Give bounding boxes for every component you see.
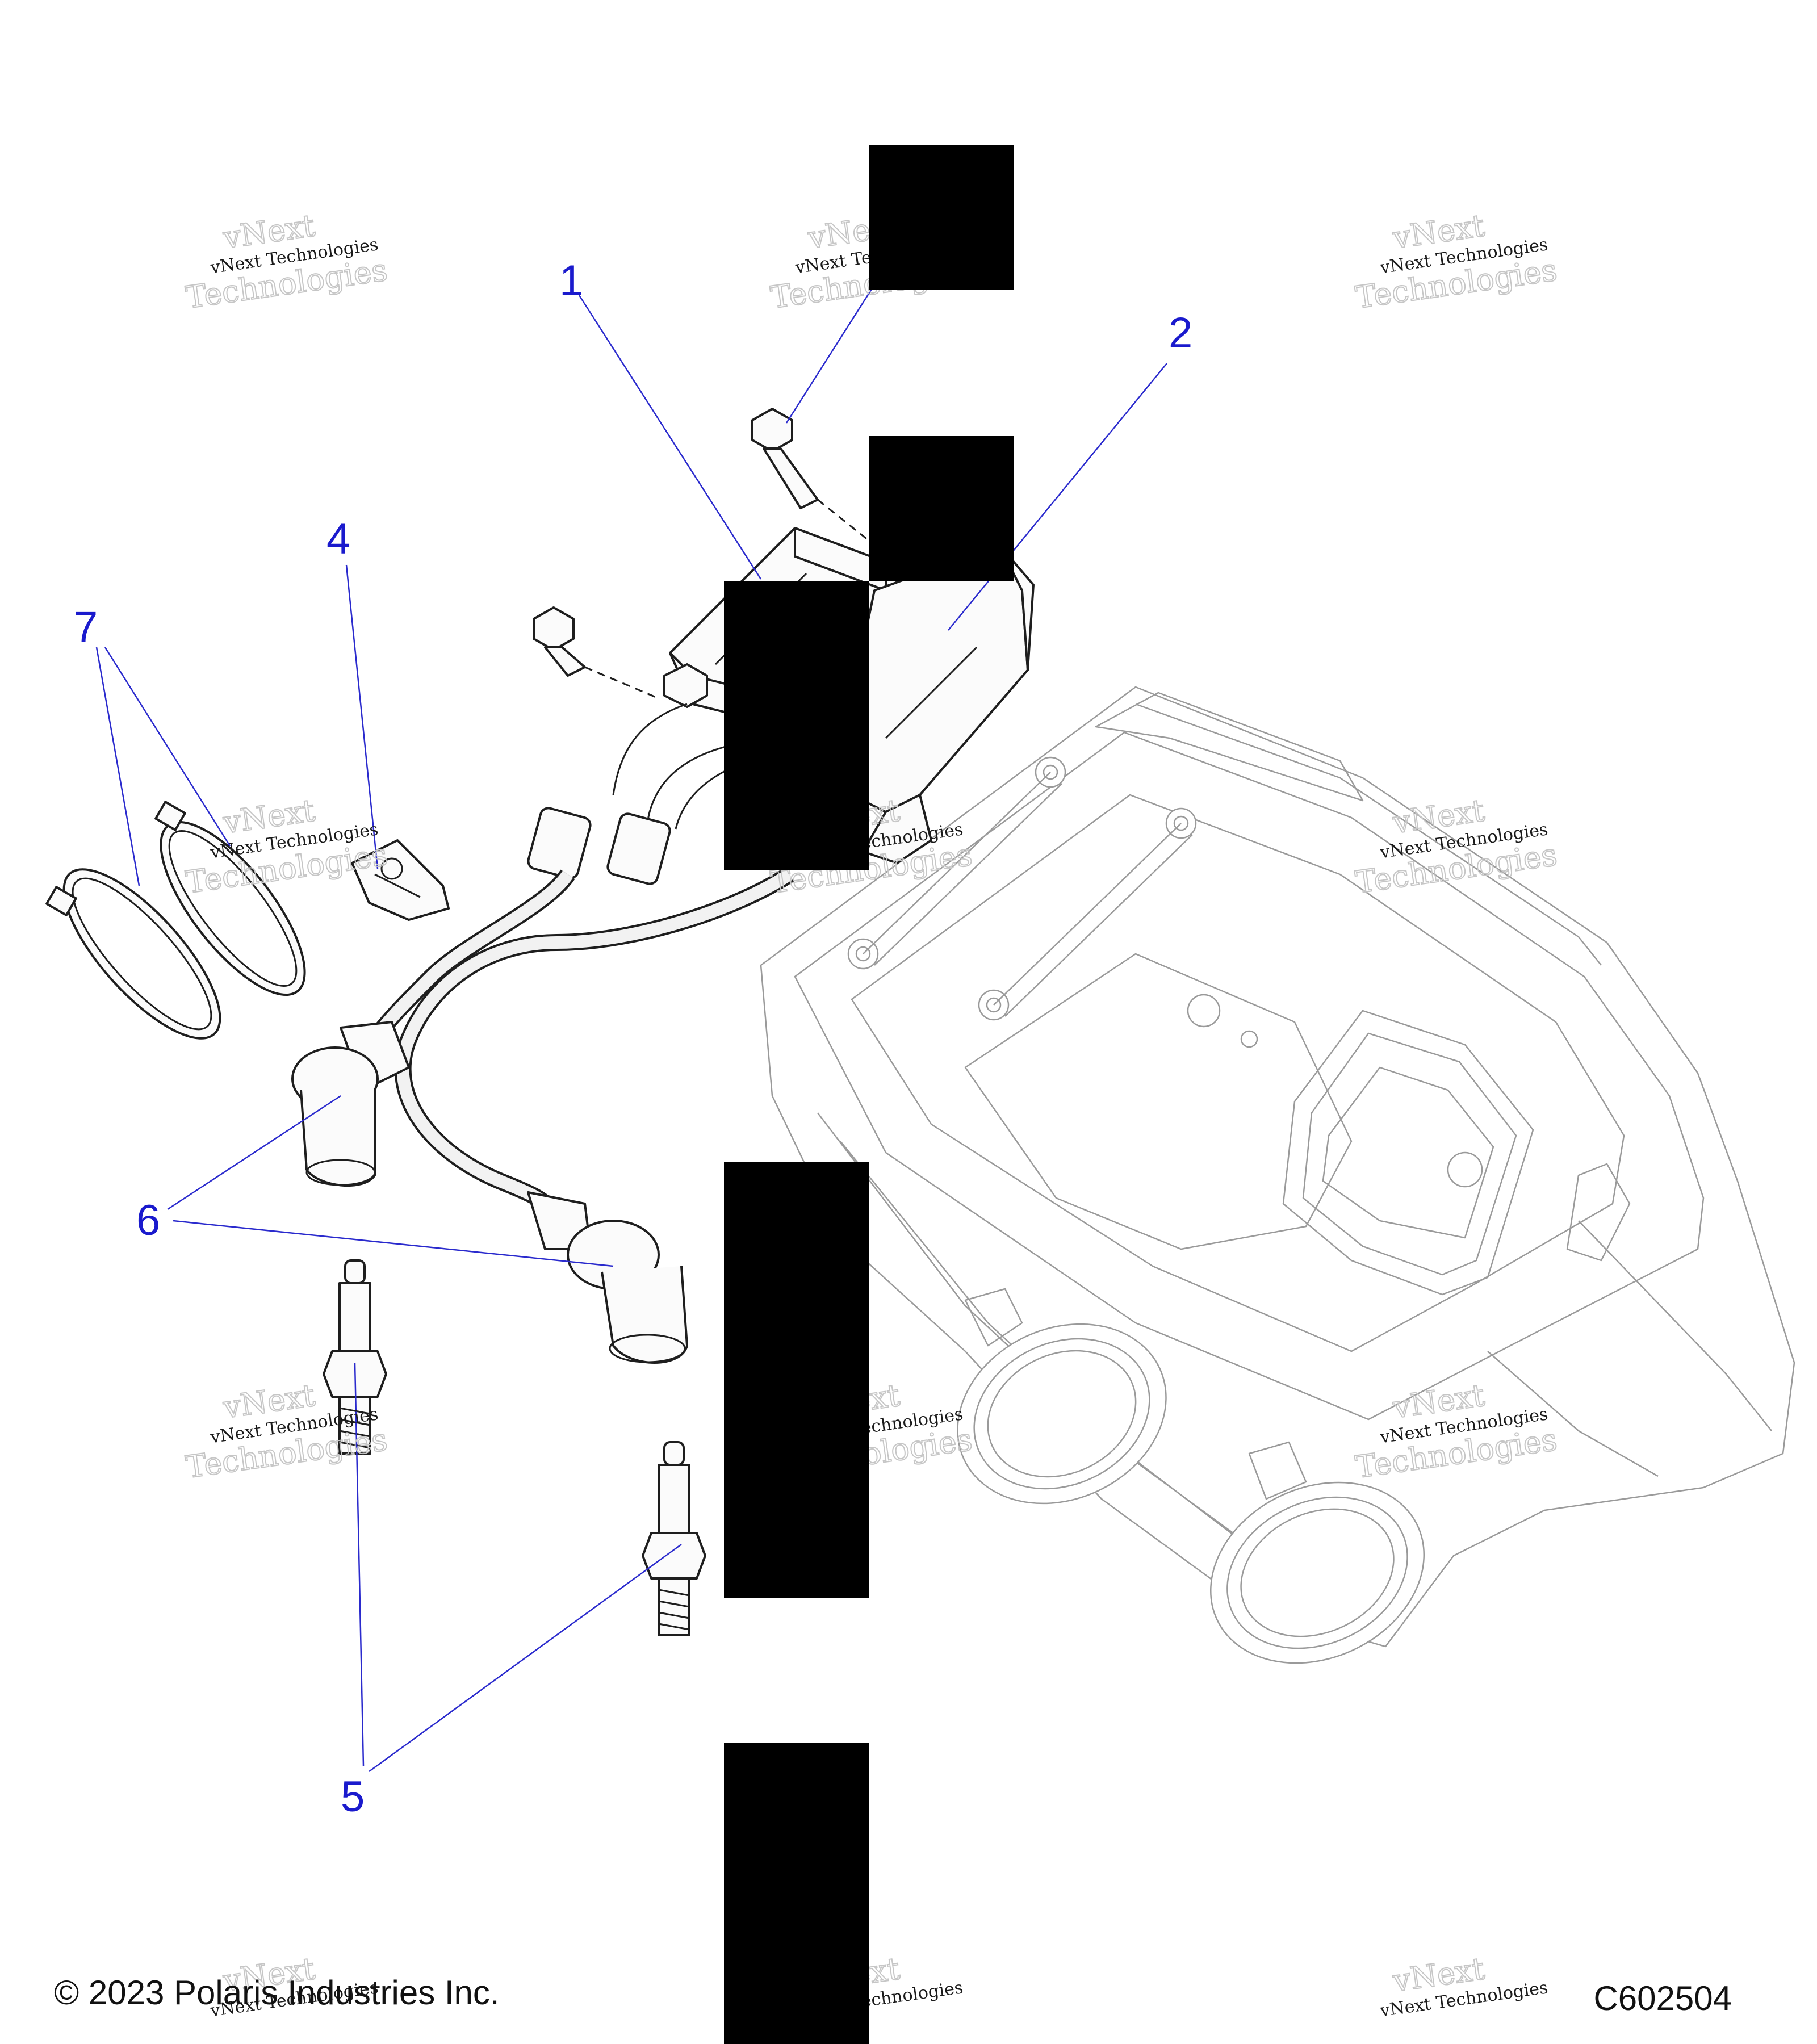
redaction-block xyxy=(724,1162,869,1598)
callout-2: 2 xyxy=(1169,309,1192,357)
mounting-bolt xyxy=(533,606,708,708)
callout-6: 6 xyxy=(136,1196,160,1245)
spark-plug-boot xyxy=(291,1021,410,1187)
watermark: vNext vNext Technologies Technologies xyxy=(1353,792,1560,901)
redaction-block xyxy=(869,145,1014,290)
cable-tie xyxy=(45,868,221,1040)
spark-plug xyxy=(642,1441,706,1636)
cable-tie xyxy=(154,801,306,996)
figure-id: C602504 xyxy=(1593,1979,1732,2017)
spark-plug-boot xyxy=(527,1191,688,1364)
callout-5: 5 xyxy=(341,1773,365,1821)
mounting-bolt xyxy=(751,408,875,546)
callout-7: 7 xyxy=(74,603,98,651)
callout-4: 4 xyxy=(326,515,350,563)
copyright-text: © 2023 Polaris Industries Inc. xyxy=(54,1974,500,2012)
wiring-harness xyxy=(367,703,794,1211)
airbox-ghost xyxy=(760,686,1795,1664)
callout-1: 1 xyxy=(559,257,583,305)
watermark: vNext vNext Technologies Technologies xyxy=(183,207,390,316)
redaction-block xyxy=(724,1743,869,2044)
redaction-block xyxy=(869,436,1014,581)
redaction-block xyxy=(724,581,869,870)
leader-lines xyxy=(95,266,1167,1773)
watermark: vNext vNext Technologies Technologies xyxy=(1353,1377,1560,1486)
watermark: vNext vNext Technologies xyxy=(1378,1950,1549,2021)
watermark: vNext vNext Technologies Technologies xyxy=(1353,207,1560,316)
